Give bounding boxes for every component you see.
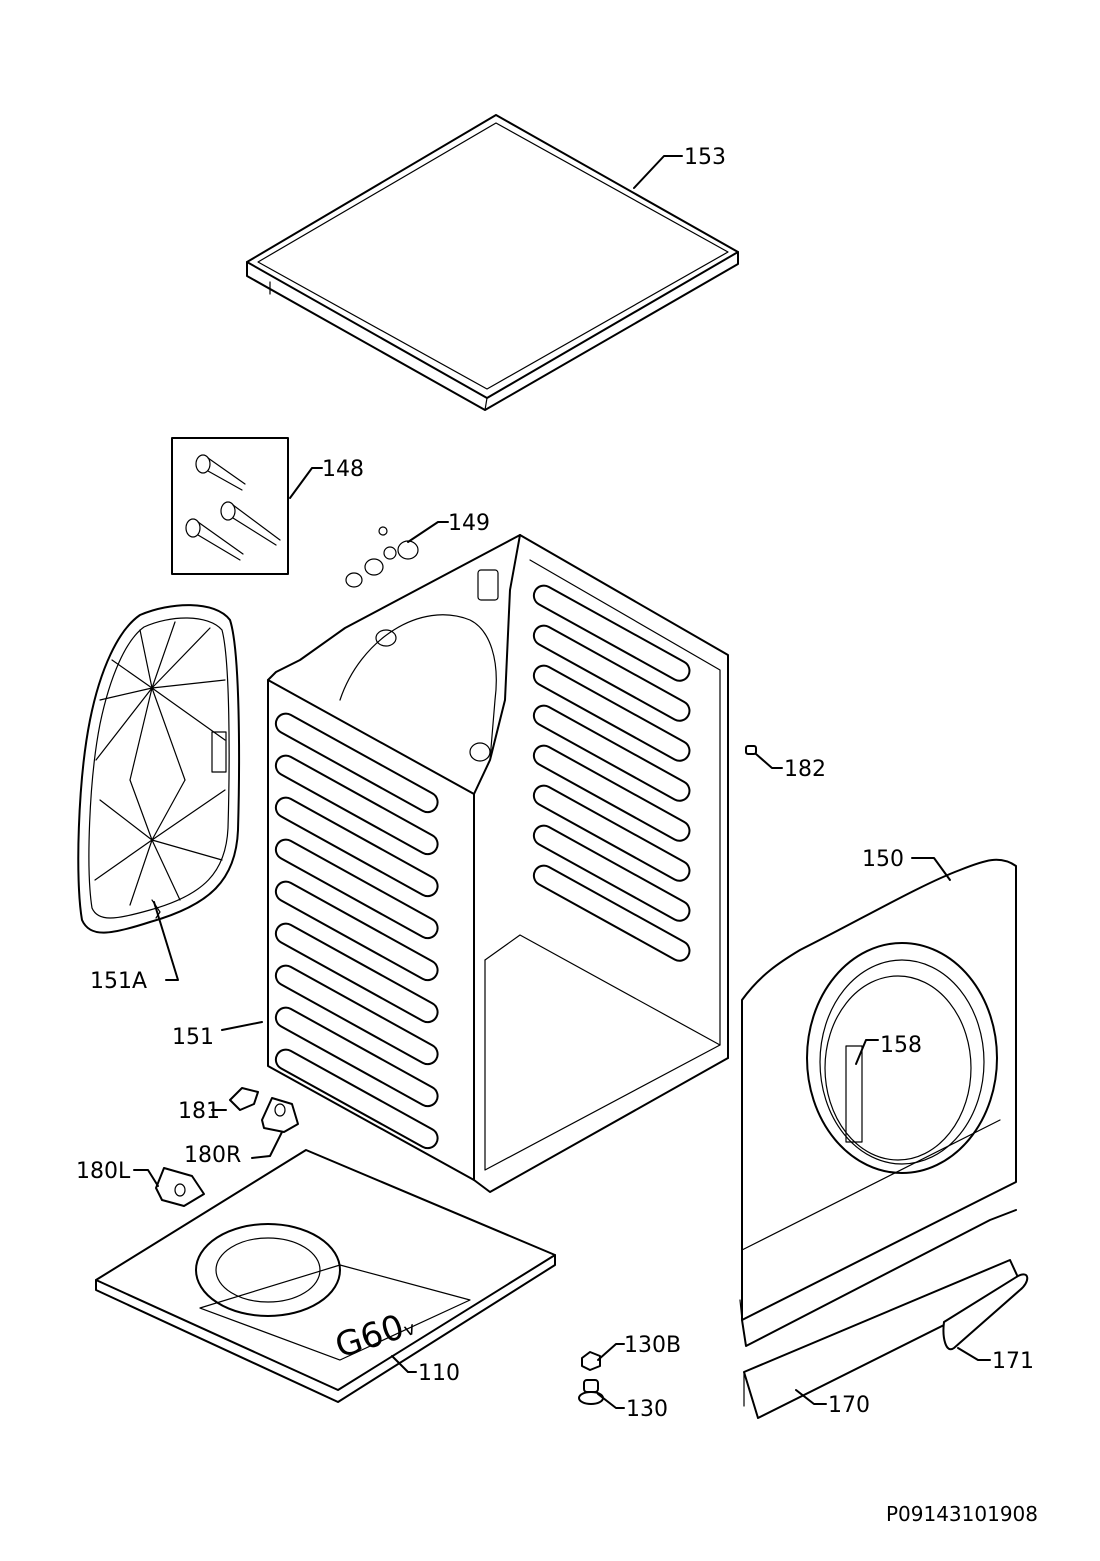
part-148-screw-set	[171, 437, 289, 575]
part-150-front-panel	[739, 858, 1017, 1321]
callout-181: 181	[178, 1099, 220, 1124]
callout-110: 110	[418, 1361, 460, 1386]
part-151-cabinet	[267, 534, 729, 1193]
part-130B-nut	[581, 1351, 601, 1371]
part-151A-rear-panel	[77, 604, 241, 934]
callout-182: 182	[784, 757, 826, 782]
part-110-base-frame	[95, 1149, 556, 1403]
part-182-clip	[745, 745, 757, 755]
callout-148: 148	[322, 457, 364, 482]
part-149-bushings	[345, 526, 419, 588]
part-153-top-cover	[246, 114, 739, 411]
part-180R-hinge	[261, 1097, 299, 1133]
callout-151A: 151A	[90, 969, 147, 994]
callout-180L: 180L	[76, 1159, 131, 1184]
leader-lines	[133, 155, 991, 1409]
callout-170: 170	[828, 1393, 870, 1418]
part-181-catch	[229, 1087, 259, 1111]
callout-150: 150	[862, 847, 904, 872]
callout-171: 171	[992, 1349, 1034, 1374]
callout-151: 151	[172, 1025, 214, 1050]
callout-149: 149	[448, 511, 490, 536]
callout-158: 158	[880, 1033, 922, 1058]
callout-153: 153	[684, 145, 726, 170]
callout-130B: 130B	[624, 1333, 681, 1358]
callout-180R: 180R	[184, 1143, 241, 1168]
part-171-flap	[942, 1273, 1029, 1351]
callout-130: 130	[626, 1397, 668, 1422]
part-180L-hinge	[155, 1167, 205, 1207]
part-130-foot	[578, 1379, 604, 1405]
drawing-code: P09143101908	[885, 1502, 1038, 1526]
